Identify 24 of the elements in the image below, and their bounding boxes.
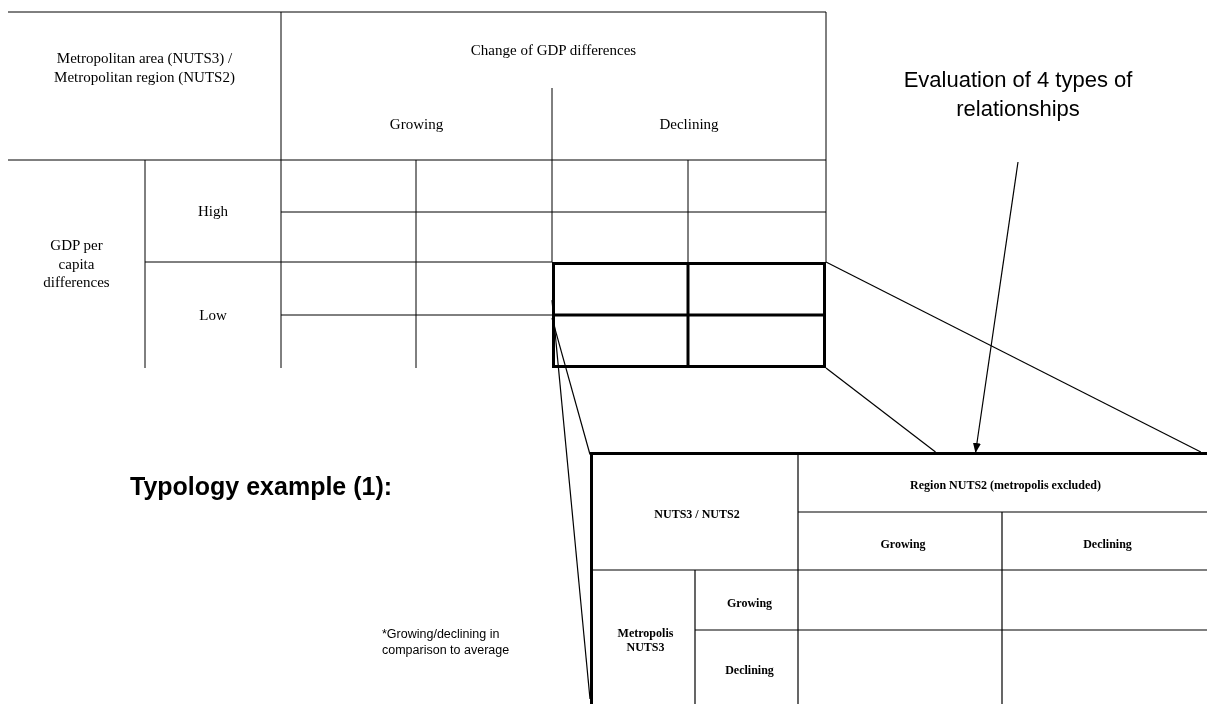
callout-text: Evaluation of 4 types of relationships — [895, 66, 1141, 124]
row-header: Metropolis NUTS3 — [616, 625, 675, 655]
zoomed-table — [590, 452, 1207, 704]
zoom-line — [551, 317, 591, 456]
row-header: Low — [199, 305, 227, 325]
table-header: Region NUTS2 (metropolis excluded) — [910, 477, 1101, 493]
highlighted-cell-block — [552, 262, 826, 368]
footnote: *Growing/declining in comparison to average — [382, 626, 511, 659]
table-header: Growing — [389, 114, 444, 134]
table-header: Change of GDP differences — [470, 40, 637, 60]
row-header: GDP per capita differences — [42, 235, 111, 293]
arrow — [972, 161, 1019, 453]
zoom-line — [825, 261, 1202, 453]
heading: Typology example (1): — [130, 472, 393, 501]
table-header: Growing — [880, 536, 926, 552]
zoom-line — [551, 299, 591, 700]
table-header: NUTS3 / NUTS2 — [654, 506, 740, 522]
table-header: Declining — [1083, 536, 1132, 552]
row-header: High — [198, 201, 228, 221]
table-header: Metropolitan area (NUTS3) / Metropolitan region (NUTS2) — [53, 48, 236, 87]
row-header: Growing — [726, 595, 773, 611]
table-header: Declining — [659, 114, 719, 134]
row-header: Declining — [725, 662, 774, 678]
zoom-line — [825, 367, 937, 453]
